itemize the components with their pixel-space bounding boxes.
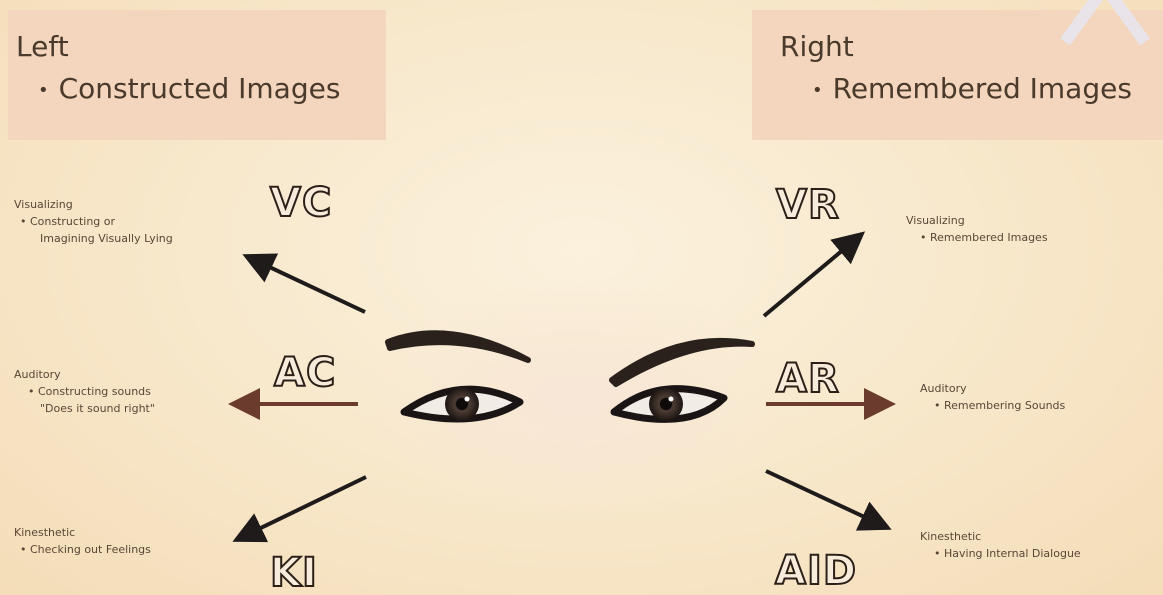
note-ac-heading: Auditory	[14, 366, 155, 383]
arrow-internal-dialogue	[766, 471, 888, 528]
note-ki-line: • Checking out Feelings	[14, 541, 151, 558]
arrow-visual-remembered	[764, 234, 862, 316]
note-aid: Kinesthetic • Having Internal Dialogue	[920, 528, 1081, 562]
code-ac: AC	[274, 350, 336, 396]
note-vr-heading: Visualizing	[906, 212, 1048, 229]
note-ar: Auditory • Remembering Sounds	[920, 380, 1065, 414]
code-ki: KI	[270, 550, 318, 595]
note-vc: Visualizing • Constructing or Imagining …	[14, 196, 173, 247]
arrow-kinesthetic	[236, 477, 366, 540]
note-aid-line: • Having Internal Dialogue	[920, 545, 1081, 562]
note-vr: Visualizing • Remembered Images	[906, 212, 1048, 246]
note-ac-line: "Does it sound right"	[14, 400, 155, 417]
note-ac: Auditory • Constructing sounds "Does it …	[14, 366, 155, 417]
note-vr-line: • Remembered Images	[906, 229, 1048, 246]
note-ki-heading: Kinesthetic	[14, 524, 151, 541]
code-vr: VR	[776, 182, 840, 228]
note-vc-line: Imagining Visually Lying	[14, 230, 173, 247]
note-ar-heading: Auditory	[920, 380, 1065, 397]
code-vc: VC	[270, 180, 332, 226]
code-ar: AR	[776, 356, 840, 402]
note-vc-heading: Visualizing	[14, 196, 173, 213]
note-vc-line: • Constructing or	[14, 213, 173, 230]
note-ki: Kinesthetic • Checking out Feelings	[14, 524, 151, 558]
note-ac-line: • Constructing sounds	[14, 383, 155, 400]
code-aid: AID	[775, 548, 857, 594]
note-ar-line: • Remembering Sounds	[920, 397, 1065, 414]
arrow-visual-constructed	[246, 256, 365, 312]
note-aid-heading: Kinesthetic	[920, 528, 1081, 545]
